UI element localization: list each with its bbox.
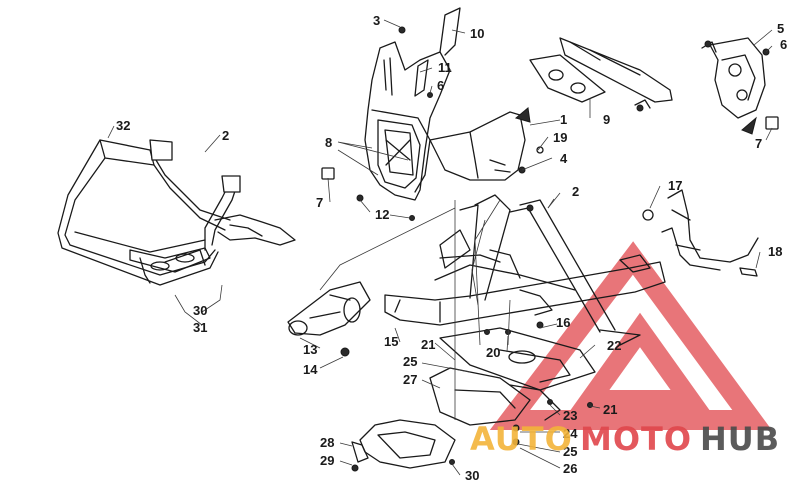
callout-23: 23 xyxy=(563,408,577,423)
callout-20: 20 xyxy=(486,345,500,360)
callout-29: 29 xyxy=(320,453,334,468)
watermark-triangle xyxy=(489,241,772,430)
callout-26: 26 xyxy=(563,461,577,476)
callout-5: 5 xyxy=(777,21,784,36)
callout-11: 11 xyxy=(438,60,452,75)
callout-21: 21 xyxy=(421,337,435,352)
callout-2: 2 xyxy=(572,184,579,199)
callout-18: 18 xyxy=(768,244,782,259)
front-bumper xyxy=(57,139,296,286)
callout-15: 15 xyxy=(384,334,398,349)
callout-6: 6 xyxy=(437,78,444,93)
callout-7: 7 xyxy=(755,136,762,151)
callout-2: 2 xyxy=(222,128,229,143)
lower-arm xyxy=(287,281,371,357)
callout-24: 24 xyxy=(563,426,578,441)
watermark-inner-triangle xyxy=(570,312,710,410)
callout-16: 16 xyxy=(556,315,570,330)
callout-13: 13 xyxy=(303,342,317,357)
callout-1: 1 xyxy=(560,112,567,127)
callout-19: 19 xyxy=(553,130,567,145)
watermark-moto: MOTO xyxy=(580,420,692,458)
watermark-auto: AUTO xyxy=(470,420,573,458)
callout-labels: 1 2 2 3 4 5 6 6 7 7 8 9 10 11 12 13 14 1… xyxy=(116,13,787,483)
rear-frame-section xyxy=(526,189,759,277)
callout-25: 25 xyxy=(403,354,417,369)
callout-25: 25 xyxy=(563,444,577,459)
callout-6: 6 xyxy=(780,37,787,52)
callout-31: 31 xyxy=(193,320,207,335)
callout-30: 30 xyxy=(193,303,207,318)
callout-3: 3 xyxy=(373,13,380,28)
upper-panel xyxy=(429,107,544,181)
callout-7: 7 xyxy=(316,195,323,210)
callout-28: 28 xyxy=(320,435,334,450)
callout-8: 8 xyxy=(325,135,332,150)
steering-bracket xyxy=(559,37,779,135)
callout-4: 4 xyxy=(560,151,568,166)
callout-12: 12 xyxy=(375,207,389,222)
leader-lines xyxy=(107,19,773,476)
callout-32: 32 xyxy=(116,118,130,133)
callout-27: 27 xyxy=(403,372,417,387)
front-bezel xyxy=(321,7,461,221)
skid-plates xyxy=(351,321,596,472)
callout-30: 30 xyxy=(465,468,479,483)
callout-17: 17 xyxy=(668,178,682,193)
callout-22: 22 xyxy=(607,338,621,353)
callout-9: 9 xyxy=(603,112,610,127)
callout-14: 14 xyxy=(303,362,318,377)
mount-plate xyxy=(529,54,606,103)
watermark-logo xyxy=(489,241,772,430)
watermark-hub: HUB xyxy=(700,420,780,458)
watermark-wordmark: AUTO MOTO HUB xyxy=(470,420,780,458)
callout-10: 10 xyxy=(470,26,484,41)
callout-21: 21 xyxy=(603,402,617,417)
